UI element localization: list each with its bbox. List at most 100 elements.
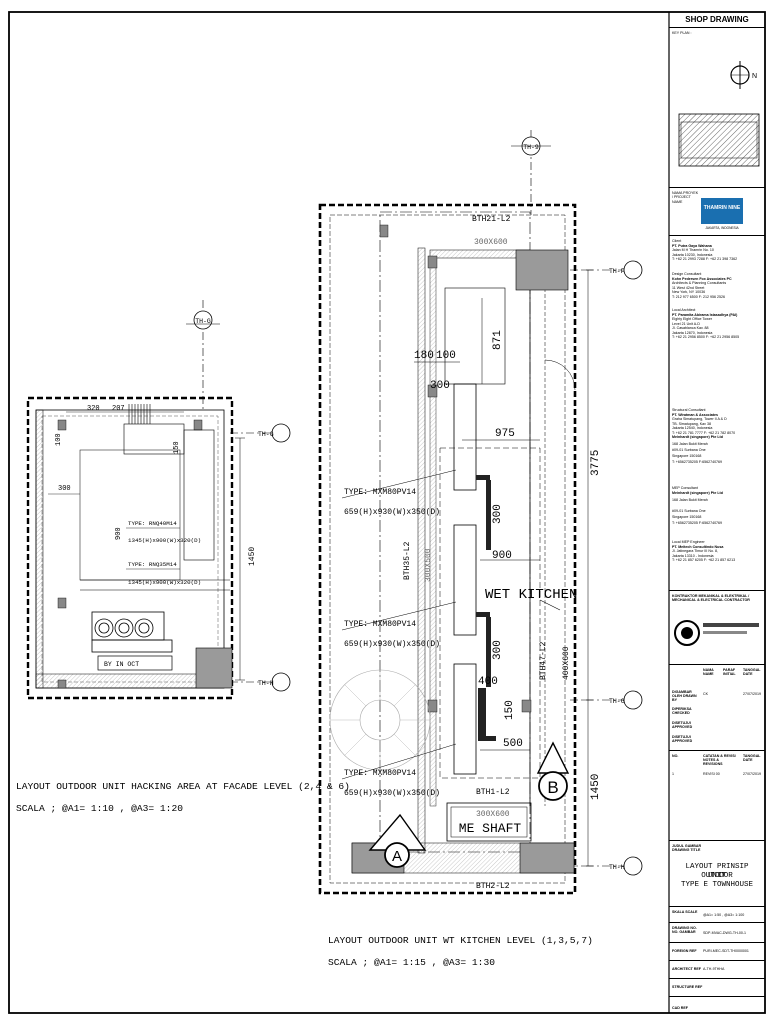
sign-col-date: TANGGAL DATE — [743, 668, 761, 676]
right-grid-tag-g: TH-G — [609, 698, 625, 705]
dim-900: 900 — [492, 550, 512, 562]
logo-subtext: JAKARTA, INDONESIA — [705, 226, 739, 230]
approved-label: DISETUJUI APPROVED — [672, 721, 693, 729]
rev-date: 27/07/2019 — [743, 772, 761, 776]
left-grid-tag-bottom: TH-H — [258, 680, 274, 687]
local-arch-line: T: +62 21 2956 8500 F: +62 21 2956 8505 — [672, 335, 740, 339]
left-unit-label: BY IN OCT — [104, 661, 139, 668]
left-grid-tag-right: TH-G — [258, 431, 274, 438]
section-mark-b: B — [547, 778, 558, 797]
cad-ref-row: CAD REF — [669, 996, 765, 1013]
architect-ref-label: ARCHITECT REF — [672, 967, 701, 971]
design-line: 11 West 42nd Street — [672, 285, 705, 290]
right-type-label-3: TYPE: MXM80PV14 — [344, 769, 416, 778]
left-dim-2: 207 — [112, 405, 125, 413]
key-plan-panel: KEY PLAN : N — [669, 27, 765, 187]
foreign-ref-label: FOREIGN REF — [672, 949, 697, 953]
mep-line: 168 Jalan Bukit Merah — [672, 498, 708, 502]
beam-label-3: BTH47-L2 — [539, 641, 548, 680]
sign-col-name: NAMA NAME — [703, 668, 714, 676]
right-grid-tag-h: TH-H — [609, 864, 625, 871]
drawing-title-line: LAYOUT PRINSIP OUTDOOR — [685, 863, 749, 880]
dim-400: 400 — [478, 676, 498, 688]
beam-label-5: BTH2-L2 — [476, 882, 510, 891]
local-mep-role: Local MEP Engineer — [672, 540, 705, 544]
right-drawing-title: LAYOUT OUTDOOR UNIT WT KITCHEN LEVEL (1,… — [328, 935, 593, 946]
client-line: Jalan M H Thamrin No. 10 — [672, 248, 714, 252]
beam-size-1: 300X600 — [474, 238, 508, 247]
beam-label-1: BTH21-L2 — [472, 215, 511, 224]
structural-name-2: Meinhardt (singapore) Pte Ltd — [672, 435, 723, 439]
left-dim-6: 900 — [115, 527, 123, 540]
structure-ref-row: STRUCTURE REF — [669, 978, 765, 996]
drawing-no-value: SDP-MVAC-DWG-TH-00-1 — [703, 931, 747, 935]
structural-name: PT. Wiratman & Associates — [672, 412, 718, 417]
logo-text: THAMRIN NINE — [703, 205, 741, 211]
rev-no: 1 — [672, 772, 674, 776]
scale-row: SKALA SCALE @A1= 1:50 , @A3= 1:100 — [669, 906, 765, 922]
drawn-by-name: CK — [703, 692, 708, 696]
contractor-logo — [674, 620, 759, 646]
design-role: Design Consultant — [672, 272, 702, 276]
drawing-no-row: DRAWING NO. NO. GAMBAR SDP-MVAC-DWG-TH-0… — [669, 922, 765, 942]
left-type-size-2: 1345(H)x900(W)x320(D) — [128, 579, 201, 586]
dim-500: 500 — [503, 738, 523, 750]
me-shaft-label: ME SHAFT — [459, 821, 522, 836]
dim-150: 150 — [504, 700, 516, 720]
right-grid-tag-f: TH-F — [609, 268, 625, 275]
structural-line: Graha Simatupang, Tower II A & D — [672, 417, 727, 421]
left-type-label-2: TYPE: RNQ35M14 — [128, 561, 177, 568]
left-dim-1: 320 — [87, 405, 100, 413]
right-grid-tag-top: TH-9 — [523, 144, 539, 151]
right-type-size-3: 659(H)x930(W)x350(D) — [344, 789, 440, 798]
scale-label: SKALA SCALE — [672, 910, 698, 914]
right-type-label-1: TYPE: MXM80PV14 — [344, 488, 416, 497]
left-type-size-1: 1345(H)x900(W)x320(D) — [128, 537, 201, 544]
structural-line-2: Singapore 150168 — [672, 454, 702, 458]
right-type-size-2: 659(H)x930(W)x350(D) — [344, 640, 440, 649]
structural-line: TB. Simatupang, Kav 38 — [672, 421, 711, 426]
local-arch-line: Jl. Casablanca Kav. 88 — [672, 326, 709, 330]
revision-table: NO. CATATAN & REVISI NOTES & REVISIONS T… — [669, 750, 765, 840]
dim-300b: 300 — [492, 504, 504, 524]
signature-table: NAMA NAME PARAF INITIAL TANGGAL DATE DIG… — [669, 664, 765, 750]
design-line: New York, NY 10036 — [672, 290, 706, 294]
drawing-title-label: JUDUL GAMBAR DRAWING TITLE — [672, 844, 702, 852]
left-drawing-scale: SCALA ; @A1= 1:10 , @A3= 1:20 — [16, 803, 183, 814]
drawn-by-label: DIGAMBAR OLEH DRAWN BY — [672, 690, 697, 702]
sign-col-initial: PARAF INITIAL — [723, 668, 736, 676]
left-dim-3: 100 — [55, 433, 63, 446]
svg-text:N: N — [752, 73, 757, 80]
architect-ref-value: A-TH-9THHA — [703, 967, 725, 971]
dim-975: 975 — [495, 428, 515, 440]
mep-line: #09-01 Surbana One — [672, 509, 706, 513]
title-block: SHOP DRAWING KEY PLAN : N NAMA PROYEK / … — [669, 12, 765, 1013]
mep-line: T: +6562735205 F:6562740769 — [672, 521, 723, 525]
beam-label-4: BTH1-L2 — [476, 788, 510, 797]
shop-drawing-header: SHOP DRAWING — [685, 15, 749, 24]
structural-line: T: +62 21 781 7777 F: +62 21 782 8070 — [672, 430, 736, 435]
rev-note: REVISI 00 — [703, 772, 720, 776]
drawing-title-line: TYPE E TOWNHOUSE — [680, 881, 753, 889]
left-grid-tag-top: TH-G — [195, 318, 211, 325]
local-mep-line: Jl. Jatinegara Timur III No. 8, — [672, 549, 718, 553]
dim-300c: 300 — [492, 640, 504, 660]
left-dim-5: 300 — [58, 485, 71, 493]
drawing-title-panel: JUDUL GAMBAR DRAWING TITLE LAYOUT PRINSI… — [669, 840, 765, 906]
drawing-title-line: UNIT — [707, 872, 726, 880]
beam-size-4: 300X600 — [476, 810, 510, 819]
dim-100: 100 — [436, 350, 456, 362]
sheet-border — [8, 11, 766, 1014]
design-line: Architects & Planning Consultants — [672, 281, 727, 285]
local-arch-line: Level 21 Unit A-D — [672, 321, 700, 326]
dim-1450: 1450 — [590, 774, 602, 800]
structural-line-2: 168 Jalan Bukit Merah — [672, 442, 708, 446]
left-outdoor-units — [91, 611, 173, 653]
structural-line-2: T: +6562735205 F:6562740769 — [672, 460, 723, 464]
mep-name: Meinhardt (singapore) Pte Ltd — [672, 490, 723, 495]
mep-role: MEP Consultant — [672, 486, 698, 490]
right-drawing-scale: SCALA ; @A1= 1:15 , @A3= 1:30 — [328, 957, 495, 968]
contractor-panel: KONTRAKTOR MEKANIKAL & ELEKTRIKAL / MECH… — [669, 590, 765, 664]
beam-label-2: BTH35-L2 — [403, 541, 412, 580]
